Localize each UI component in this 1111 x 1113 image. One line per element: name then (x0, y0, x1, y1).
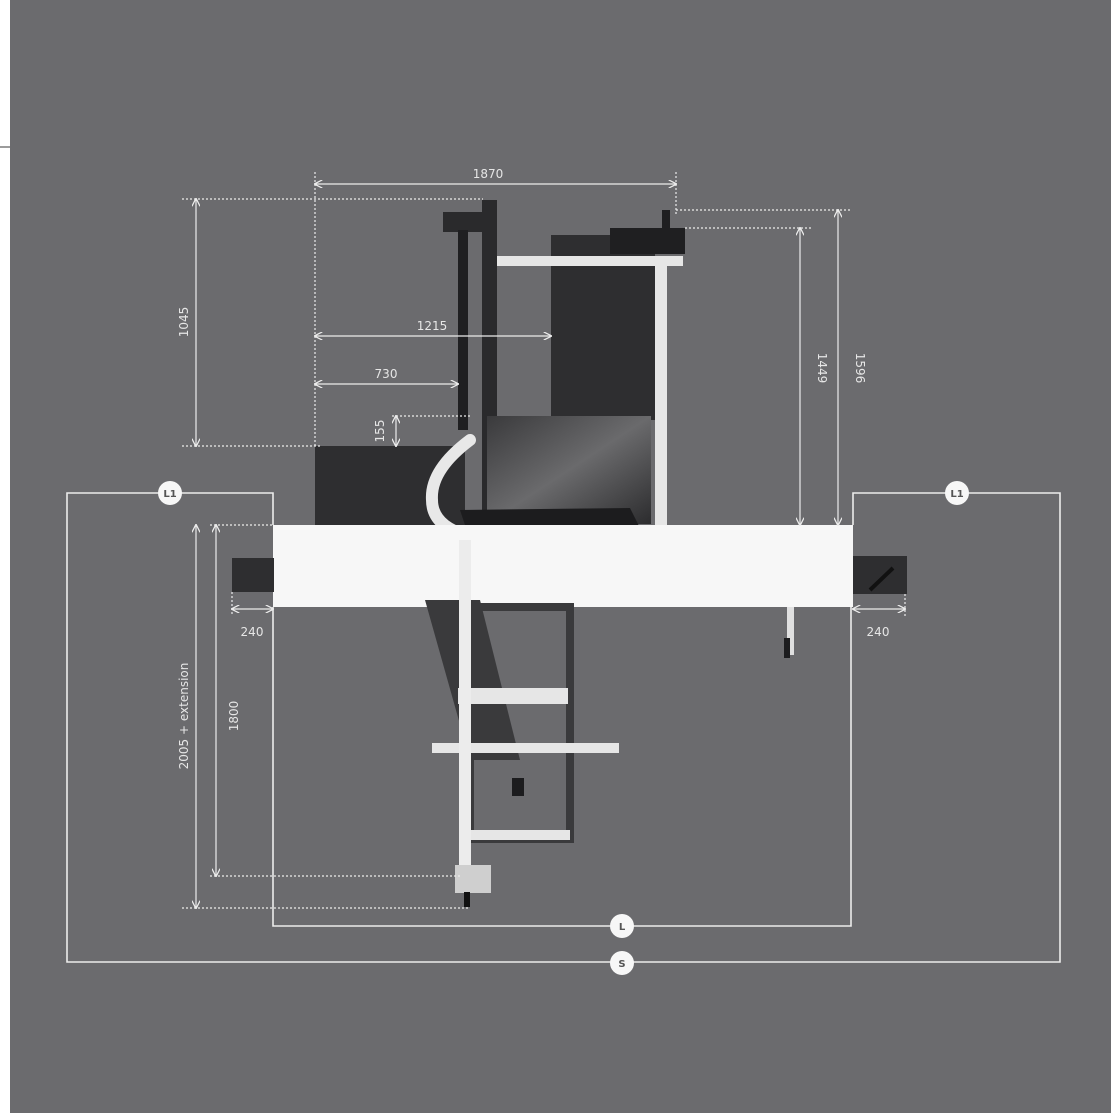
svg-text:L1: L1 (950, 489, 963, 500)
main-table (273, 525, 853, 607)
machine (232, 200, 907, 907)
guard-upright (655, 256, 667, 526)
cross-rail-1 (458, 688, 568, 704)
label-2005-extension: 2005 + extension (177, 663, 191, 770)
label-1215: 1215 (417, 319, 448, 333)
label-1045: 1045 (177, 307, 191, 338)
label-1870: 1870 (473, 167, 504, 181)
badge-l1-left: L1 (158, 481, 182, 505)
badge-s: S (610, 951, 634, 975)
svg-text:L1: L1 (163, 489, 176, 500)
badge-l: L (610, 914, 634, 938)
right-side-extension (853, 556, 907, 594)
dimension-lines (182, 172, 905, 908)
right-support (787, 607, 794, 655)
frame-l (272, 607, 852, 927)
label-240-left: 240 (241, 625, 264, 639)
cross-rail-2 (432, 743, 619, 753)
label-240-right: 240 (867, 625, 890, 639)
frame-s (66, 492, 1061, 963)
guard-arm (497, 256, 683, 266)
left-side-extension (232, 558, 274, 592)
label-1800: 1800 (227, 701, 241, 732)
badge-l1-right: L1 (945, 481, 969, 505)
svg-text:L: L (619, 922, 626, 933)
label-730: 730 (375, 367, 398, 381)
blade-guard (487, 416, 651, 524)
label-1596: 1596 (853, 353, 867, 384)
label-1449: 1449 (815, 353, 829, 384)
cross-rail-3 (460, 830, 570, 840)
guard-clamp (610, 228, 685, 254)
arm-foot (455, 865, 491, 893)
label-155: 155 (373, 420, 387, 443)
svg-text:S: S (618, 959, 625, 970)
extension-arm (459, 540, 471, 892)
clearance-frames (66, 492, 1061, 963)
post-back (458, 230, 468, 430)
